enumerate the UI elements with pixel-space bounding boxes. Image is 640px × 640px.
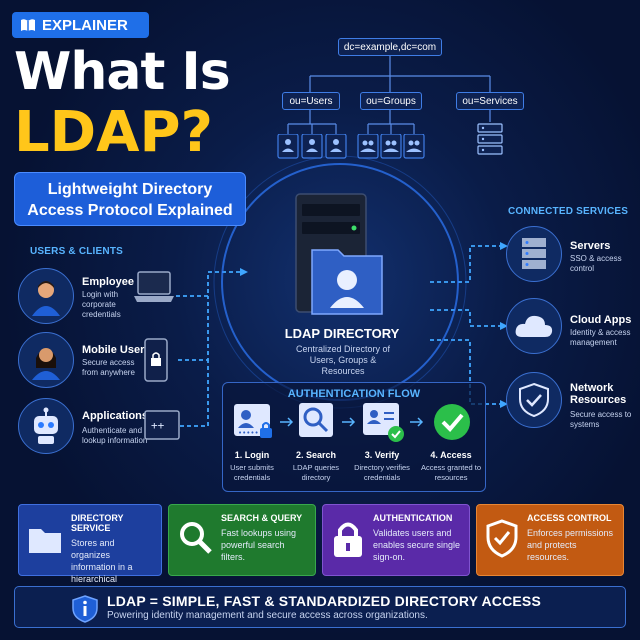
employee-avatar <box>18 268 74 324</box>
verify-step-icon <box>363 403 404 442</box>
shield-icon <box>519 382 549 418</box>
folder-icon <box>29 529 61 553</box>
summary-banner: LDAP = SIMPLE, FAST & STANDARDIZED DIREC… <box>14 586 626 628</box>
login-step-icon: ••••• <box>234 404 272 438</box>
banner-title: LDAP = SIMPLE, FAST & STANDARDIZED DIREC… <box>107 593 542 609</box>
card-title-access: ACCESS CONTROL <box>527 513 612 523</box>
step-title-search: 2. Search <box>295 450 337 460</box>
card-title-auth: AUTHENTICATION <box>373 513 453 523</box>
search-step-icon <box>299 403 333 437</box>
access-step-icon <box>434 404 470 440</box>
applications-avatar <box>18 398 74 454</box>
terminal-icon: ++ <box>144 410 180 440</box>
card-search-query: SEARCH & QUERY Fast lookups using powerfu… <box>168 504 316 576</box>
explainer-badge: EXPLAINER <box>12 12 149 38</box>
info-shield-icon <box>72 595 98 623</box>
services-section-heading: CONNECTED SERVICES <box>508 206 629 217</box>
flow-arrows <box>280 417 424 427</box>
tree-node-services: ou=Services <box>456 92 524 110</box>
client-name-mobile: Mobile User <box>82 344 145 356</box>
laptop-icon <box>134 271 174 302</box>
service-name-cloud: Cloud Apps <box>570 314 632 326</box>
auth-flow-heading: AUTHENTICATION FLOW <box>287 388 421 400</box>
tree-node-users: ou=Users <box>282 92 340 110</box>
client-desc-applications: Authenticate and lookup information <box>82 426 148 445</box>
step-title-login: 1. Login <box>234 450 270 460</box>
step-title-access: 4. Access <box>430 450 472 460</box>
server-icon <box>522 238 546 269</box>
book-icon <box>21 19 35 31</box>
shield-check-icon <box>486 519 518 558</box>
services-stack-icon <box>477 123 503 155</box>
subtitle-box: Lightweight Directory Access Protocol Ex… <box>14 172 246 226</box>
card-access-control: ACCESS CONTROL Enforces permissions and p… <box>476 504 624 576</box>
card-desc-auth: Validates users and enables secure singl… <box>373 528 461 562</box>
service-desc-network: Secure access to systems <box>570 410 632 429</box>
card-title-directory: DIRECTORY SERVICE <box>71 513 124 533</box>
employee-icon <box>32 281 60 316</box>
client-desc-mobile: Secure access from anywhere <box>82 358 135 377</box>
users-section-heading: USERS & CLIENTS <box>30 246 124 257</box>
cloud-icon <box>515 315 553 337</box>
client-name-employee: Employee <box>82 276 134 288</box>
search-icon <box>180 522 212 554</box>
service-name-network: Network Resources <box>570 382 627 406</box>
step-desc-login: User submits credentials <box>230 463 274 482</box>
service-desc-cloud: Identity & access management <box>570 328 631 347</box>
tree-leaf-icons <box>277 134 425 159</box>
svg-text:++: ++ <box>151 419 165 432</box>
tree-root-node: dc=example,dc=com <box>338 38 442 56</box>
directory-title: LDAP DIRECTORY <box>284 326 400 341</box>
page-title-line2: LDAP? <box>14 100 214 165</box>
step-desc-search: LDAP queries directory <box>292 463 340 482</box>
service-name-servers: Servers <box>570 240 611 252</box>
step-desc-access: Access granted to resources <box>420 463 482 482</box>
phone-lock-icon <box>144 338 168 382</box>
card-desc-access: Enforces permissions and protects resour… <box>527 528 614 562</box>
card-authentication: AUTHENTICATION Validates users and enable… <box>322 504 470 576</box>
cloud-circle <box>506 298 562 354</box>
service-desc-servers: SSO & access control <box>570 254 622 273</box>
step-title-verify: 3. Verify <box>364 450 400 460</box>
lock-icon <box>334 522 362 557</box>
ldap-server-icon <box>295 193 383 315</box>
servers-circle <box>506 226 562 282</box>
svg-text:•••••: ••••• <box>238 429 259 437</box>
banner-desc: Powering identity management and secure … <box>107 610 428 621</box>
page-title-line1: What Is <box>14 42 231 102</box>
badge-label: EXPLAINER <box>42 16 128 34</box>
tree-node-groups: ou=Groups <box>360 92 422 110</box>
robot-icon <box>34 407 58 444</box>
client-desc-employee: Login with corporate credentials <box>82 290 121 319</box>
card-title-search: SEARCH & QUERY <box>221 513 303 523</box>
step-desc-verify: Directory verifies credentials <box>354 463 410 482</box>
directory-desc: Centralized Directory of Users, Groups &… <box>295 344 391 376</box>
mobile-user-avatar <box>18 332 74 388</box>
client-name-applications: Applications <box>82 410 149 422</box>
network-circle <box>506 372 562 428</box>
card-desc-search: Fast lookups using powerful search filte… <box>221 528 297 562</box>
mobile-user-icon <box>32 348 60 380</box>
